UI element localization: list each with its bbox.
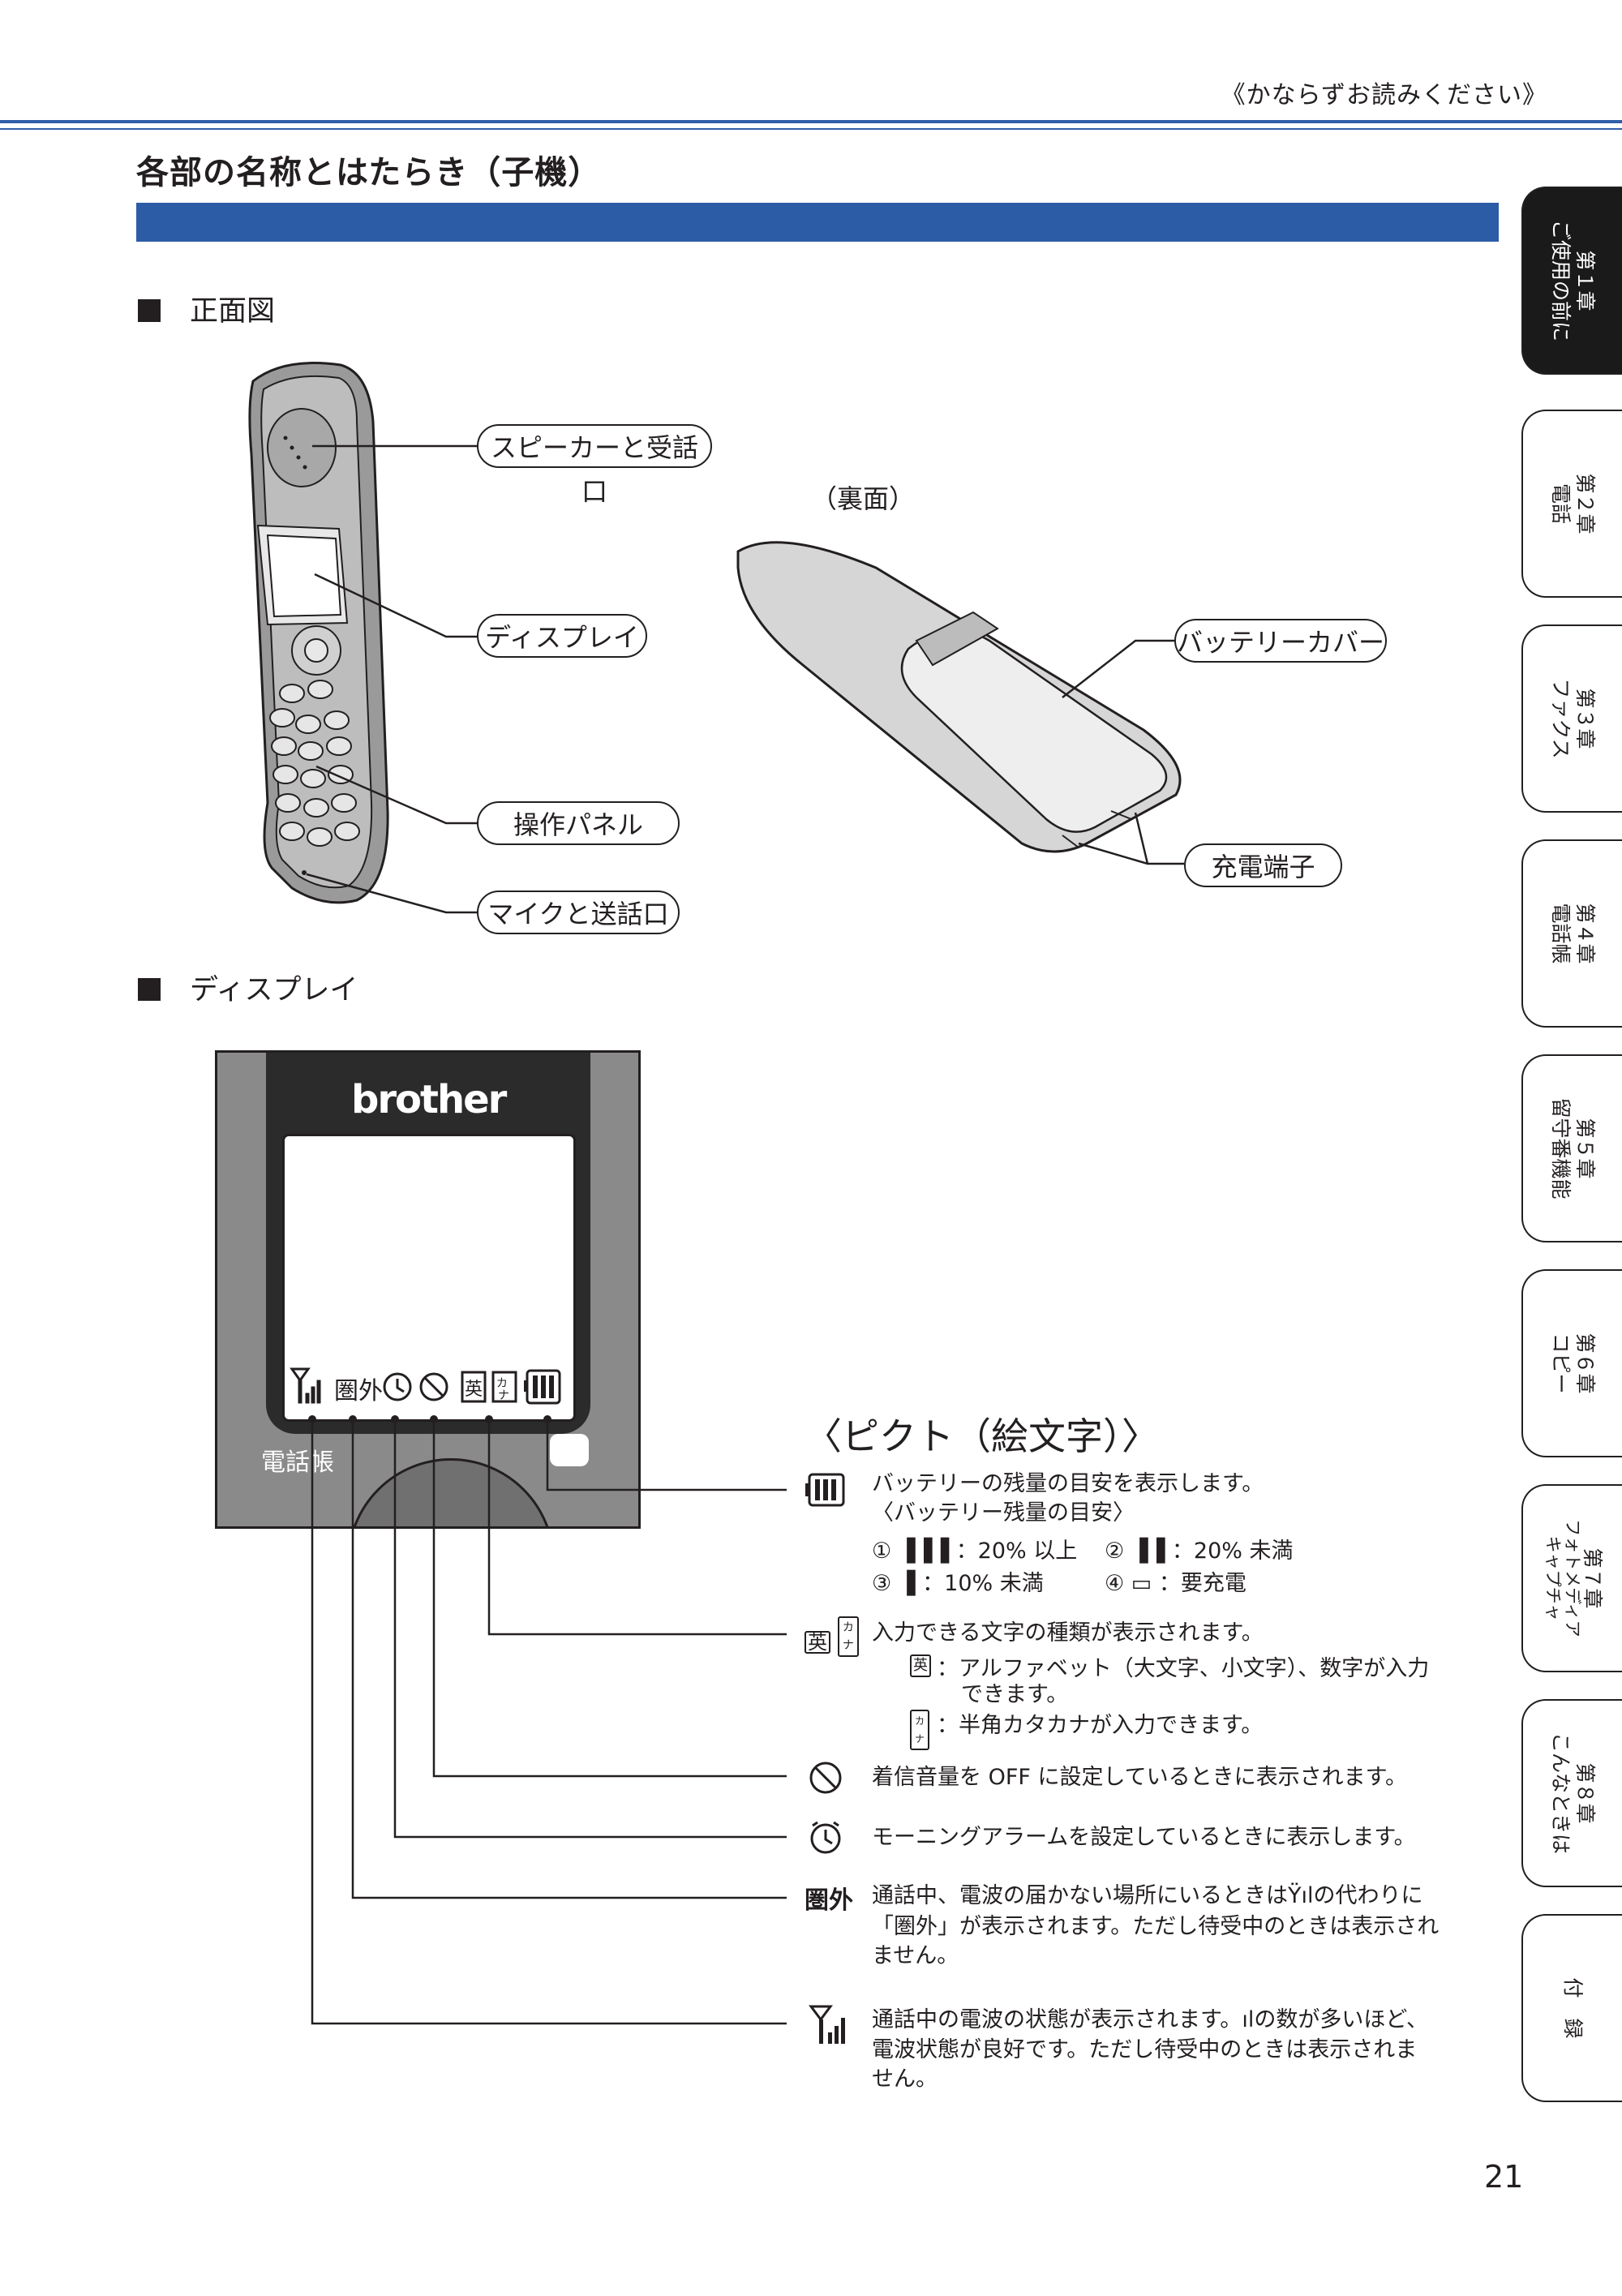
battery-description: バッテリーの残量の目安を表示します。: [872, 1471, 1264, 1496]
english-mode-icon: 英: [910, 1654, 931, 1677]
section-display: ディスプレイ: [138, 967, 358, 1008]
out-of-range-description-2: 「圏外」が表示されます。ただし待受中のときは表示され: [872, 1914, 1440, 1939]
page-number: 21: [1484, 2159, 1524, 2195]
tab-chapter-4[interactable]: 第４章電話帳: [1521, 839, 1622, 1028]
ringer-off-icon: [809, 1762, 842, 1794]
signal-icon-inline: Ÿıl: [1288, 1883, 1314, 1908]
callout-display: ディスプレイ: [477, 614, 647, 658]
signal-bars-inline: ıl: [1242, 2007, 1255, 2032]
battery-level-3: ③ ▐ ：10% 未満: [872, 1571, 1044, 1596]
handset-back-drawing: [736, 541, 1182, 853]
handset-illustrations: [248, 362, 1184, 914]
page-title: 各部の名称とはたらき（子機）: [136, 154, 602, 191]
brand-logo: brother: [351, 1077, 507, 1122]
section-front-label: 正面図: [190, 295, 276, 328]
handset-front-drawing: [248, 362, 389, 904]
phonebook-label: 電話帳: [261, 1448, 334, 1477]
english-mode-icon: [461, 1371, 487, 1403]
ringer-off-description: 着信音量を OFF に設定しているときに表示されます。: [872, 1765, 1407, 1790]
header-note: 《かならずお読みください》: [1221, 81, 1547, 109]
battery-icon: [524, 1369, 561, 1405]
signal-icon: [290, 1367, 321, 1404]
out-of-range-description-3: ません。: [872, 1943, 959, 1968]
alarm-clock-icon: [383, 1372, 412, 1401]
out-of-range-description: 通話中、電波の届かない場所にいるときはŸılの代わりに: [872, 1883, 1423, 1908]
input-mode-icon: 英 カナ: [805, 1616, 859, 1657]
battery-level-1: ① ▐▐▐ ：20% 以上: [872, 1539, 1078, 1564]
signal-description-2: 電波状態が良好です。ただし待受中のときは表示されま: [872, 2037, 1418, 2062]
english-mode-description: ：アルファベット（大文字、小文字）、数字が入力: [937, 1656, 1430, 1681]
section-square-icon: [138, 978, 161, 1001]
picto-title: 〈ピクト（絵文字）〉: [805, 1414, 1159, 1458]
battery-icon: [805, 1473, 845, 1507]
battery-level-2: ② ▐▐ ：20% 未満: [1105, 1539, 1294, 1564]
english-mode-description-cont: できます。: [961, 1682, 1069, 1707]
signal-icon: [809, 2005, 845, 2044]
kana-mode-icon: [491, 1371, 517, 1403]
back-view-caption: （裏面）: [811, 483, 916, 514]
front-leader-lines: [306, 444, 478, 914]
alarm-clock-icon: [810, 1821, 841, 1854]
signal-description-3: せん。: [872, 2066, 938, 2092]
header-rule-thin: [0, 128, 1622, 130]
battery-subtitle: 〈バッテリー残量の目安〉: [872, 1500, 1135, 1526]
kana-mode-icon: カナ: [910, 1710, 929, 1750]
section-square-icon: [138, 299, 161, 322]
tab-chapter-5[interactable]: 第５章留守番機能: [1521, 1054, 1622, 1242]
tab-chapter-1[interactable]: 第１章ご使用の前に: [1521, 187, 1622, 375]
tab-chapter-7[interactable]: 第７章フォトメディアキャプチャ: [1521, 1484, 1622, 1672]
input-mode-description: 入力できる文字の種類が表示されます。: [872, 1620, 1264, 1646]
picto-leader-lines: [308, 1415, 787, 2025]
section-display-label: ディスプレイ: [190, 974, 358, 1006]
out-of-range-icon: 圏外: [805, 1886, 853, 1915]
back-leader-lines: [1062, 639, 1184, 865]
svg-text:ナ: ナ: [498, 1389, 509, 1402]
callout-charge-terminal: 充電端子: [1184, 843, 1342, 887]
tab-chapter-8[interactable]: 第８章こんなときは: [1521, 1699, 1622, 1887]
kana-mode-description: ：半角カタカナが入力できます。: [937, 1713, 1264, 1738]
lcd-icon-row: 圏外 英 カナ: [290, 1367, 561, 1405]
tab-chapter-6[interactable]: 第６章コピー: [1521, 1269, 1622, 1457]
battery-level-4: ④ ▭ ：要充電: [1105, 1571, 1247, 1596]
header-rule: [0, 120, 1622, 123]
tab-chapter-2[interactable]: 第２章電話: [1521, 410, 1622, 598]
tab-appendix[interactable]: 付 録: [1521, 1914, 1622, 2102]
felica-id-icon: [550, 1434, 589, 1466]
callout-speaker: スピーカーと受話口: [477, 424, 712, 507]
svg-text:英: 英: [465, 1380, 483, 1400]
callout-battery-cover: バッテリーカバー: [1174, 619, 1387, 663]
alarm-description: モーニングアラームを設定しているときに表示します。: [872, 1825, 1416, 1850]
callout-control-panel: 操作パネル: [477, 801, 680, 845]
callout-microphone: マイクと送話口: [477, 891, 680, 934]
signal-description: 通話中の電波の状態が表示されます。ılの数が多いほど、: [872, 2007, 1428, 2032]
ringer-off-icon: [419, 1372, 448, 1401]
out-of-range-icon: 圏外: [334, 1377, 383, 1405]
tab-chapter-3[interactable]: 第３章ファクス: [1521, 624, 1622, 813]
svg-text:カ: カ: [496, 1377, 508, 1390]
title-bar: [136, 203, 1499, 242]
section-front-view: 正面図: [138, 288, 275, 329]
